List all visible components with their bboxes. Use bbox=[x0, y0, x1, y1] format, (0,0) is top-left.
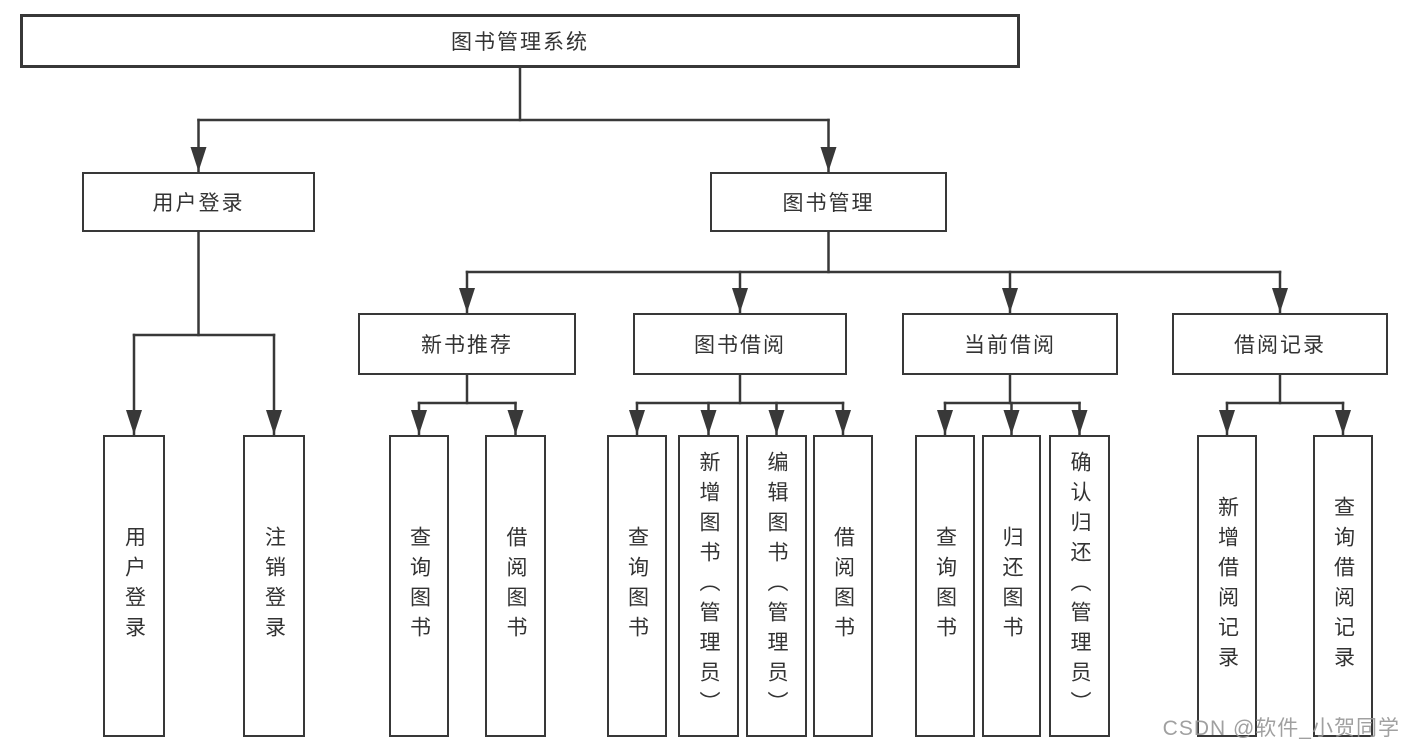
node-library-system-label: 图书管理系统 bbox=[451, 31, 589, 54]
node-book-borrow: 图书借阅 bbox=[633, 313, 847, 375]
node-leaf-borrow-books-1: 借阅图书 bbox=[485, 435, 546, 737]
node-leaf-query-books-2-label: 查询图书 bbox=[625, 526, 649, 646]
node-leaf-borrow-books-2-label: 借阅图书 bbox=[831, 526, 855, 646]
node-leaf-borrow-books-1-label: 借阅图书 bbox=[504, 526, 527, 646]
node-leaf-user-login-label: 用户登录 bbox=[122, 526, 146, 646]
node-new-book-recommend-label: 新书推荐 bbox=[421, 334, 513, 357]
node-leaf-confirm-return-admin-label: 确认归还（管理员） bbox=[1068, 451, 1091, 721]
node-library-system: 图书管理系统 bbox=[20, 14, 1020, 68]
node-leaf-query-books-3-label: 查询图书 bbox=[933, 526, 957, 646]
node-user-login-label: 用户登录 bbox=[152, 192, 245, 215]
node-leaf-logout: 注销登录 bbox=[243, 435, 305, 737]
node-leaf-edit-books-admin: 编辑图书（管理员） bbox=[746, 435, 807, 737]
node-borrow-records-label: 借阅记录 bbox=[1234, 334, 1326, 357]
node-leaf-logout-label: 注销登录 bbox=[262, 526, 286, 646]
node-leaf-query-books-3: 查询图书 bbox=[915, 435, 975, 737]
node-borrow-records: 借阅记录 bbox=[1172, 313, 1388, 375]
node-leaf-query-books-1: 查询图书 bbox=[389, 435, 449, 737]
node-user-login: 用户登录 bbox=[82, 172, 315, 232]
node-leaf-edit-books-admin-label: 编辑图书（管理员） bbox=[765, 451, 788, 721]
node-leaf-query-books-1-label: 查询图书 bbox=[407, 526, 431, 646]
node-book-management-label: 图书管理 bbox=[782, 192, 875, 215]
node-leaf-add-borrow-record: 新增借阅记录 bbox=[1197, 435, 1257, 737]
csdn-watermark: CSDN @软件_小贺同学 bbox=[1162, 717, 1400, 740]
node-book-management: 图书管理 bbox=[710, 172, 947, 232]
node-leaf-confirm-return-admin: 确认归还（管理员） bbox=[1049, 435, 1110, 737]
node-leaf-return-books: 归还图书 bbox=[982, 435, 1041, 737]
node-current-borrow-label: 当前借阅 bbox=[964, 334, 1056, 357]
node-book-borrow-label: 图书借阅 bbox=[694, 334, 786, 357]
node-leaf-add-books-admin-label: 新增图书（管理员） bbox=[697, 451, 720, 721]
node-current-borrow: 当前借阅 bbox=[902, 313, 1118, 375]
node-leaf-add-borrow-record-label: 新增借阅记录 bbox=[1215, 496, 1239, 676]
node-leaf-add-books-admin: 新增图书（管理员） bbox=[678, 435, 739, 737]
node-leaf-borrow-books-2: 借阅图书 bbox=[813, 435, 873, 737]
node-leaf-query-borrow-record: 查询借阅记录 bbox=[1313, 435, 1373, 737]
node-new-book-recommend: 新书推荐 bbox=[358, 313, 576, 375]
node-leaf-query-borrow-record-label: 查询借阅记录 bbox=[1331, 496, 1355, 676]
node-leaf-query-books-2: 查询图书 bbox=[607, 435, 667, 737]
node-leaf-user-login: 用户登录 bbox=[103, 435, 165, 737]
node-leaf-return-books-label: 归还图书 bbox=[1000, 526, 1023, 646]
